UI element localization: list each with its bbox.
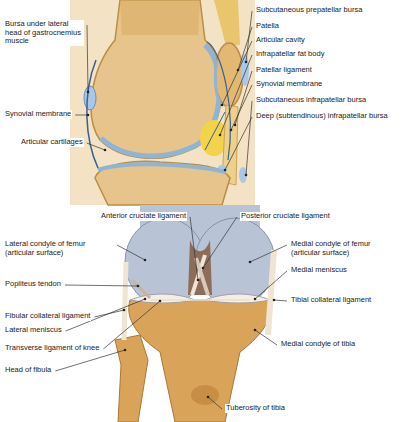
- leader-line: [255, 271, 287, 299]
- leader-dot: [224, 169, 227, 172]
- femur-shaft: [120, 0, 200, 35]
- leader-dot: [234, 124, 237, 127]
- leader-line: [117, 245, 145, 260]
- synovial-membrane: [87, 60, 98, 168]
- leader-dot: [245, 61, 248, 64]
- part-label: Lateral meniscus: [4, 326, 63, 335]
- leader-line: [75, 115, 88, 116]
- medial-meniscus: [205, 294, 270, 303]
- leader-dot: [207, 396, 210, 399]
- leader-line: [246, 101, 252, 175]
- leader-dot: [254, 298, 257, 301]
- part-label: Posterior cruciate ligament: [240, 212, 331, 221]
- synovial-membrane: [207, 42, 230, 160]
- part-label: Fibular collateral ligament: [4, 312, 91, 321]
- part-label: Popliteus tendon: [4, 280, 62, 289]
- leader-dot: [230, 129, 233, 132]
- part-label: Patella: [255, 22, 280, 31]
- part-label: Transverse ligament of knee: [4, 344, 100, 353]
- quadriceps-tendon: [214, 0, 240, 46]
- part-label: Medial meniscus: [290, 266, 348, 275]
- popliteus-tendon: [132, 280, 150, 298]
- part-label: Anterior cruciate ligament: [100, 212, 187, 221]
- leader-dot: [144, 259, 147, 262]
- leader-dot: [144, 298, 147, 301]
- leader-line: [103, 301, 160, 349]
- patella: [215, 43, 243, 107]
- part-label: Synovial membrane: [4, 110, 72, 119]
- leader-line: [190, 217, 198, 280]
- part-label: Medial condyle of femur (articular surfa…: [290, 240, 398, 257]
- leader-dot: [159, 300, 162, 303]
- fibular-collateral: [124, 262, 126, 340]
- leader-dot: [202, 267, 205, 270]
- transverse-ligament: [150, 299, 250, 301]
- leader-dot: [221, 104, 224, 107]
- leader-line: [225, 117, 252, 170]
- part-label: Lateral condyle of femur (articular surf…: [4, 240, 114, 257]
- tibial-cartilage: [98, 164, 226, 172]
- leader-line: [255, 330, 277, 345]
- part-label: Tibial collateral ligament: [290, 296, 372, 305]
- fibula: [115, 335, 148, 422]
- leader-dot: [123, 309, 126, 312]
- leader-dot: [219, 134, 222, 137]
- leader-dot: [104, 149, 107, 152]
- leader-line: [208, 397, 222, 409]
- tibial-collateral: [268, 250, 274, 335]
- part-label: Synovial membrane: [255, 80, 323, 89]
- infrapatellar-bursa: [239, 167, 247, 183]
- leader-line: [274, 300, 287, 301]
- part-label: Medial condyle of tibia: [280, 340, 356, 349]
- articular-cavity: [205, 112, 225, 150]
- part-label: Tuberosity of tibia: [225, 404, 286, 413]
- lateral-meniscus: [130, 294, 195, 303]
- intercondylar-notch: [188, 240, 212, 295]
- part-label: Head of fibula: [4, 366, 52, 375]
- medial-condyle: [195, 218, 275, 306]
- leader-dot: [124, 349, 127, 352]
- leader-line: [55, 350, 125, 371]
- soft-tissue: [70, 0, 255, 205]
- part-label: Bursa under lateral head of gastrocnemiu…: [4, 20, 84, 46]
- leader-line: [203, 217, 237, 268]
- leader-line: [250, 245, 287, 262]
- leader-line: [87, 143, 105, 150]
- leader-dot: [249, 261, 252, 264]
- leader-dot: [87, 114, 90, 117]
- leader-line: [220, 55, 252, 135]
- leader-line: [65, 285, 138, 286]
- leader-dot: [197, 279, 200, 282]
- tibia: [95, 161, 230, 205]
- leader-dot: [87, 91, 90, 94]
- prepatellar-bursa: [241, 54, 249, 86]
- leader-dot: [273, 299, 276, 302]
- part-label: Infrapatellar fat body: [255, 50, 325, 59]
- leader-dot: [254, 329, 257, 332]
- gastrocnemius-bursa: [84, 86, 96, 110]
- part-label: Subcutaneous infrapatellar bursa: [255, 96, 367, 105]
- leader-dot: [137, 285, 140, 288]
- leader-line: [87, 25, 88, 92]
- tibial-tuberosity: [191, 385, 219, 405]
- part-label: Articular cartilages: [20, 138, 84, 147]
- leader-line: [238, 27, 252, 70]
- part-label: Articular cavity: [255, 36, 306, 45]
- leader-line: [235, 71, 252, 125]
- leader-dot: [245, 174, 248, 177]
- leader-dot: [237, 69, 240, 72]
- patellar-cartilage: [215, 60, 220, 102]
- part-label: Patellar ligament: [255, 66, 313, 75]
- part-label: Deep (subtendinous) infrapatellar bursa: [255, 112, 389, 121]
- part-label: Subcutaneous prepatellar bursa: [255, 6, 363, 15]
